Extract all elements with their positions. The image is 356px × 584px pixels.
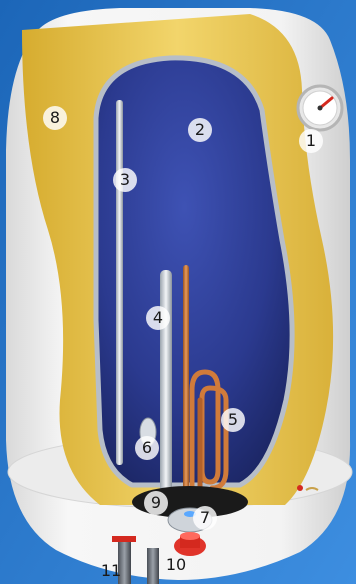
long-tube: [116, 100, 123, 465]
callout-insulation: 8: [43, 106, 67, 130]
callout-tube-4: 4: [146, 306, 170, 330]
callout-tube-3: 3: [113, 168, 137, 192]
copper-tube: [183, 265, 189, 515]
gauge-icon: [298, 86, 342, 130]
callout-part-6: 6: [135, 436, 159, 460]
callout-inlet-pipe: 11: [99, 559, 123, 583]
callout-thermometer: 1: [299, 129, 323, 153]
callout-flange: 7: [193, 506, 217, 530]
callout-part-9: 9: [144, 491, 168, 515]
callout-heating-element: 5: [221, 408, 245, 432]
callout-tank: 2: [188, 118, 212, 142]
callout-outlet-red: 10: [164, 553, 188, 577]
anode-rod: [160, 270, 172, 505]
